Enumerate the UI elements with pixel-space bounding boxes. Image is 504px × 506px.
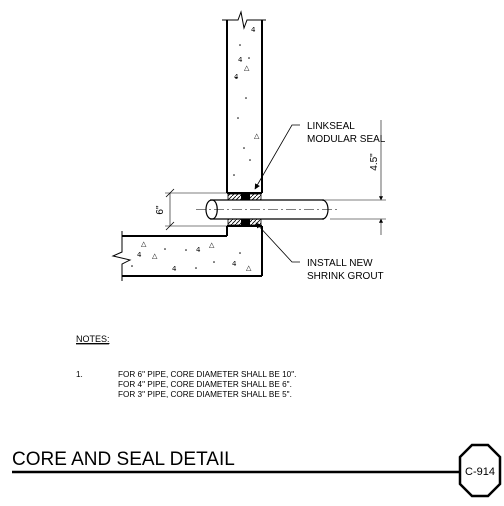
svg-text:4: 4 <box>238 56 243 64</box>
seal-block-bottom <box>241 219 250 225</box>
dimension-4-5-inch-label: 4.5" <box>369 153 380 171</box>
svg-text:4: 4 <box>251 26 256 34</box>
svg-text:△: △ <box>246 264 252 272</box>
grout-callout-line2: SHRINK GROUT <box>307 271 384 282</box>
svg-text:△: △ <box>141 240 147 248</box>
grout-callout-line1: INSTALL NEW <box>307 258 373 269</box>
svg-text:4: 4 <box>172 265 177 273</box>
sheet-tag-label: C-914 <box>465 466 495 478</box>
dimension-4-5-inch <box>262 120 386 235</box>
linkseal-callout-line2: MODULAR SEAL <box>307 134 386 145</box>
wall-break-line <box>222 10 266 30</box>
note-line-2: FOR 4" PIPE, CORE DIAMETER SHALL BE 6". <box>118 380 292 389</box>
note-number: 1. <box>76 370 83 379</box>
note-line-3: FOR 3" PIPE, CORE DIAMETER SHALL BE 5". <box>118 390 292 399</box>
svg-text:4: 4 <box>137 251 142 259</box>
dimension-6-inch <box>165 188 227 231</box>
linkseal-callout-line1: LINKSEAL <box>307 121 355 132</box>
concrete-slab <box>122 235 262 277</box>
pipe <box>196 199 338 220</box>
grout-leader <box>255 222 300 263</box>
svg-text:4: 4 <box>234 73 239 81</box>
svg-text:4: 4 <box>232 260 237 268</box>
svg-text:△: △ <box>254 132 260 140</box>
svg-text:△: △ <box>209 241 215 249</box>
linkseal-leader <box>254 124 300 190</box>
concrete-wall <box>226 20 263 276</box>
note-line-1: FOR 6" PIPE, CORE DIAMETER SHALL BE 10". <box>118 370 296 379</box>
concrete-aggregate-pattern: 4 4 △ 4 △ △ 4 △ 4 4 △ 4 △ <box>131 26 260 273</box>
svg-text:4: 4 <box>196 246 201 254</box>
seal-block-top <box>241 194 250 200</box>
notes-heading: NOTES: <box>76 334 110 344</box>
svg-text:△: △ <box>244 64 250 72</box>
slab-break-line <box>111 231 132 281</box>
dimension-6-inch-label: 6" <box>155 205 166 215</box>
sheet-tag-octagon <box>458 443 502 498</box>
svg-text:△: △ <box>152 252 158 260</box>
detail-title: CORE AND SEAL DETAIL <box>12 449 235 470</box>
